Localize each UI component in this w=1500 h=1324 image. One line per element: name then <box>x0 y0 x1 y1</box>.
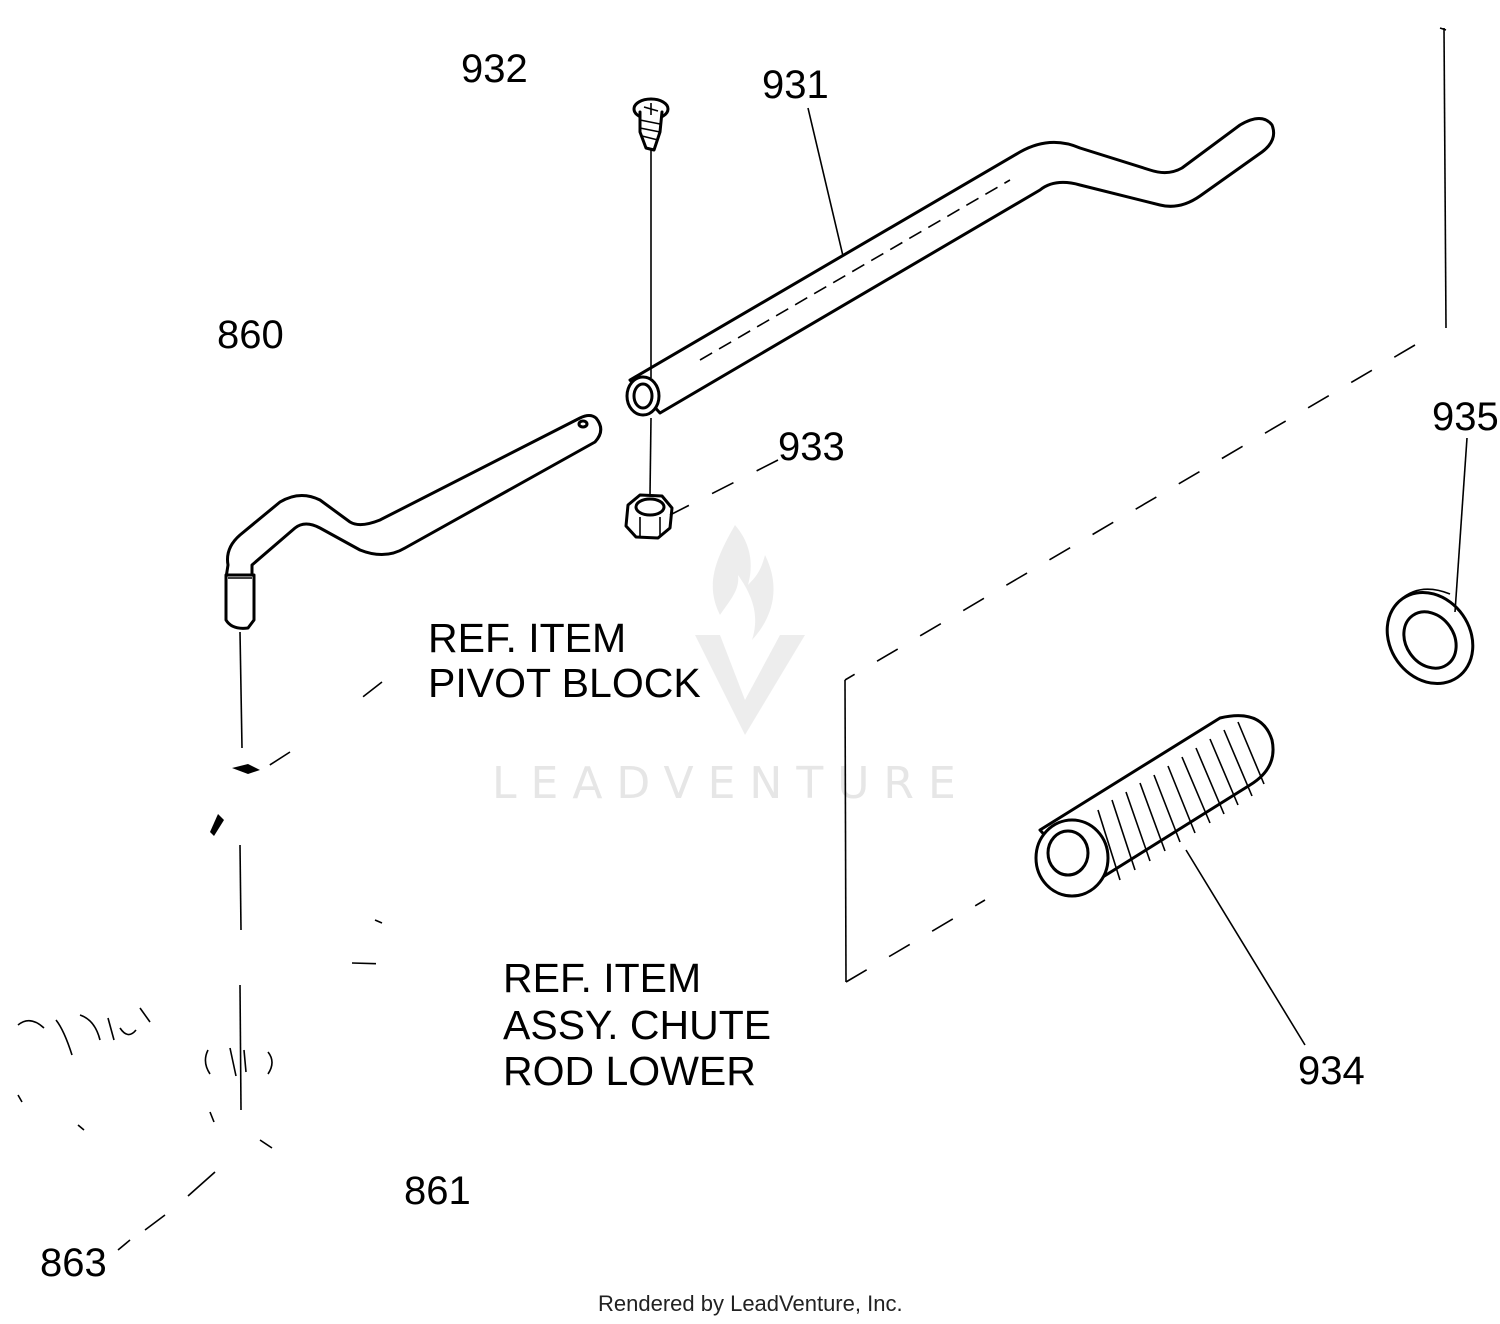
part-934-sleeve <box>1034 714 1275 898</box>
leadventure-watermark-logo <box>695 525 805 735</box>
callout-932: 932 <box>461 47 528 91</box>
part-935-bushing <box>1385 588 1475 686</box>
callout-860: 860 <box>217 313 284 357</box>
reference-outline-bottom <box>845 899 986 983</box>
watermark-text: LEADVENTURE <box>492 758 970 809</box>
part-932-screw <box>632 97 670 152</box>
frame-line <box>1443 27 1447 329</box>
reference-outline-top <box>844 344 1416 681</box>
part-931-upper-rod <box>625 117 1276 417</box>
ref-chute-line2: ASSY. CHUTE <box>503 1002 771 1048</box>
callout-933: 933 <box>778 425 845 469</box>
ref-chute-line1: REF. ITEM <box>503 955 701 1001</box>
ref-pivot-line1: REF. ITEM <box>428 615 626 661</box>
callout-934: 934 <box>1298 1049 1365 1093</box>
callout-935: 935 <box>1432 395 1499 439</box>
part-861-clip <box>204 764 273 1149</box>
ref-pivot-line2: PIVOT BLOCK <box>428 660 701 706</box>
part-863-spring <box>17 1007 151 1131</box>
reference-outline-side <box>844 679 847 983</box>
ref-chute-line3: ROD LOWER <box>503 1048 756 1094</box>
callout-861: 861 <box>404 1169 471 1213</box>
leader-lines <box>117 107 1468 1251</box>
callout-931: 931 <box>762 63 829 107</box>
part-860-lower-rod <box>224 414 603 630</box>
footer-credit: Rendered by LeadVenture, Inc. <box>598 1291 903 1316</box>
part-933-nut <box>624 493 674 540</box>
callout-863: 863 <box>40 1241 107 1285</box>
